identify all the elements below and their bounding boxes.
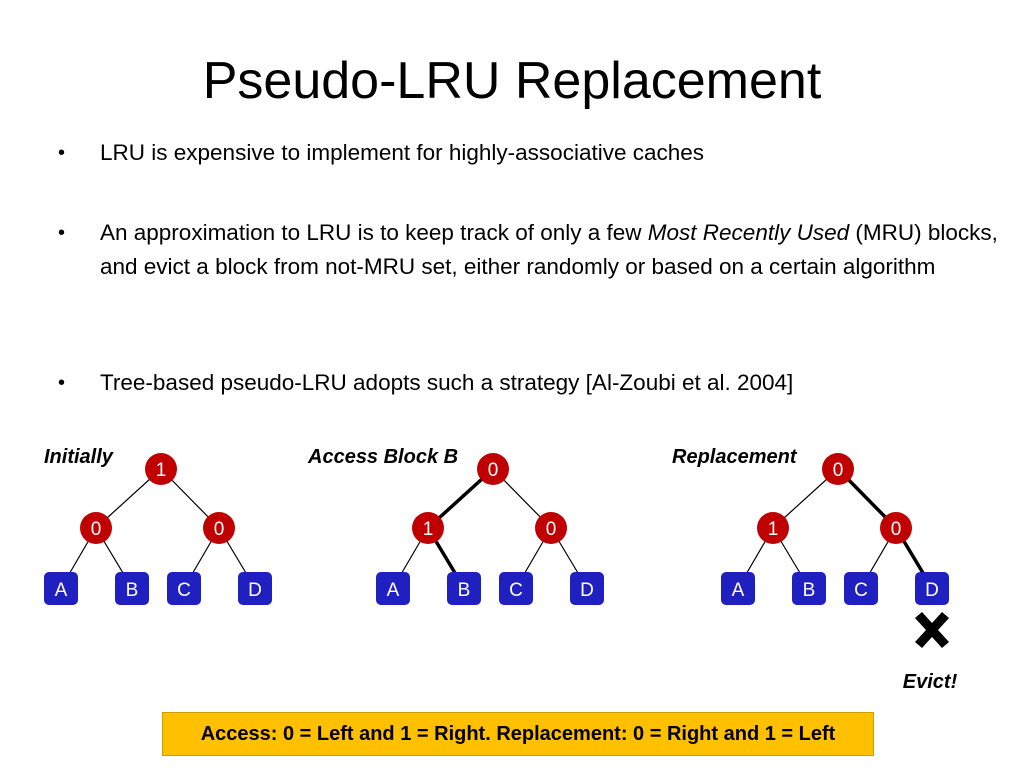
tree-node-root <box>145 453 177 485</box>
tree-node-left <box>412 512 444 544</box>
evict-label: Evict! <box>903 671 958 693</box>
node-bit: 0 <box>91 519 102 540</box>
leaf-block <box>115 572 149 605</box>
tree-replacement: 0 1 0 A B C D Evict! <box>721 453 958 693</box>
tree-node-right <box>535 512 567 544</box>
node-bit: 1 <box>423 519 434 540</box>
bullet-text: An approximation to LRU is to keep track… <box>100 216 998 284</box>
leaf-label: D <box>248 580 262 601</box>
leaf-label: B <box>126 580 139 601</box>
tree-initially: 1 0 0 A B C D <box>44 453 272 605</box>
diagram-label-replacement: Replacement <box>672 446 797 468</box>
leaf-block <box>238 572 272 605</box>
legend-box: Access: 0 = Left and 1 = Right. Replacem… <box>162 712 874 756</box>
bullet-text-part: An approximation to LRU is to keep track… <box>100 220 648 245</box>
bullet-item: • Tree-based pseudo-LRU adopts such a st… <box>58 366 998 400</box>
bullet-emphasis: Most Recently Used <box>647 220 850 245</box>
leaf-label: C <box>854 580 868 601</box>
leaf-label: D <box>580 580 594 601</box>
leaf-block <box>792 572 826 605</box>
slide-title: Pseudo-LRU Replacement <box>202 52 822 110</box>
tree-node-root <box>477 453 509 485</box>
leaf-label: C <box>177 580 191 601</box>
tree-node-left <box>80 512 112 544</box>
leaf-label: A <box>732 580 745 601</box>
node-bit: 1 <box>768 519 779 540</box>
tree-diagrams: 1 0 0 A B C D 0 1 0 A B C D <box>44 453 958 693</box>
node-bit: 0 <box>214 519 225 540</box>
bullet-marker: • <box>58 142 66 164</box>
node-bit: 1 <box>156 460 167 481</box>
diagram-label-access: Access Block B <box>308 446 459 468</box>
node-bit: 0 <box>488 460 499 481</box>
tree-access: 0 1 0 A B C D <box>376 453 604 605</box>
leaf-block <box>915 572 949 605</box>
leaf-block <box>167 572 201 605</box>
tree-node-right <box>203 512 235 544</box>
node-bit: 0 <box>546 519 557 540</box>
node-bit: 0 <box>891 519 902 540</box>
bullet-marker: • <box>58 372 66 394</box>
leaf-block <box>844 572 878 605</box>
leaf-label: B <box>803 580 816 601</box>
bullet-marker: • <box>58 222 66 244</box>
leaf-block <box>499 572 533 605</box>
bullet-text: LRU is expensive to implement for highly… <box>100 140 705 165</box>
leaf-label: A <box>387 580 400 601</box>
diagram-label-initially: Initially <box>44 446 113 468</box>
bullet-item: • An approximation to LRU is to keep tra… <box>58 216 998 284</box>
bullet-text: Tree-based pseudo-LRU adopts such a stra… <box>100 370 794 395</box>
bullet-item: • LRU is expensive to implement for high… <box>58 136 998 170</box>
tree-node-right <box>880 512 912 544</box>
leaf-block <box>44 572 78 605</box>
leaf-block <box>721 572 755 605</box>
tree-node-root <box>822 453 854 485</box>
leaf-label: C <box>509 580 523 601</box>
leaf-block <box>447 572 481 605</box>
leaf-block <box>570 572 604 605</box>
leaf-label: B <box>458 580 471 601</box>
leaf-label: A <box>55 580 68 601</box>
x-mark-icon <box>915 612 949 648</box>
tree-node-left <box>757 512 789 544</box>
leaf-block <box>376 572 410 605</box>
leaf-label: D <box>925 580 939 601</box>
bullet-text-part: (MRU) blocks, and evict a block from not… <box>100 220 998 279</box>
node-bit: 0 <box>833 460 844 481</box>
